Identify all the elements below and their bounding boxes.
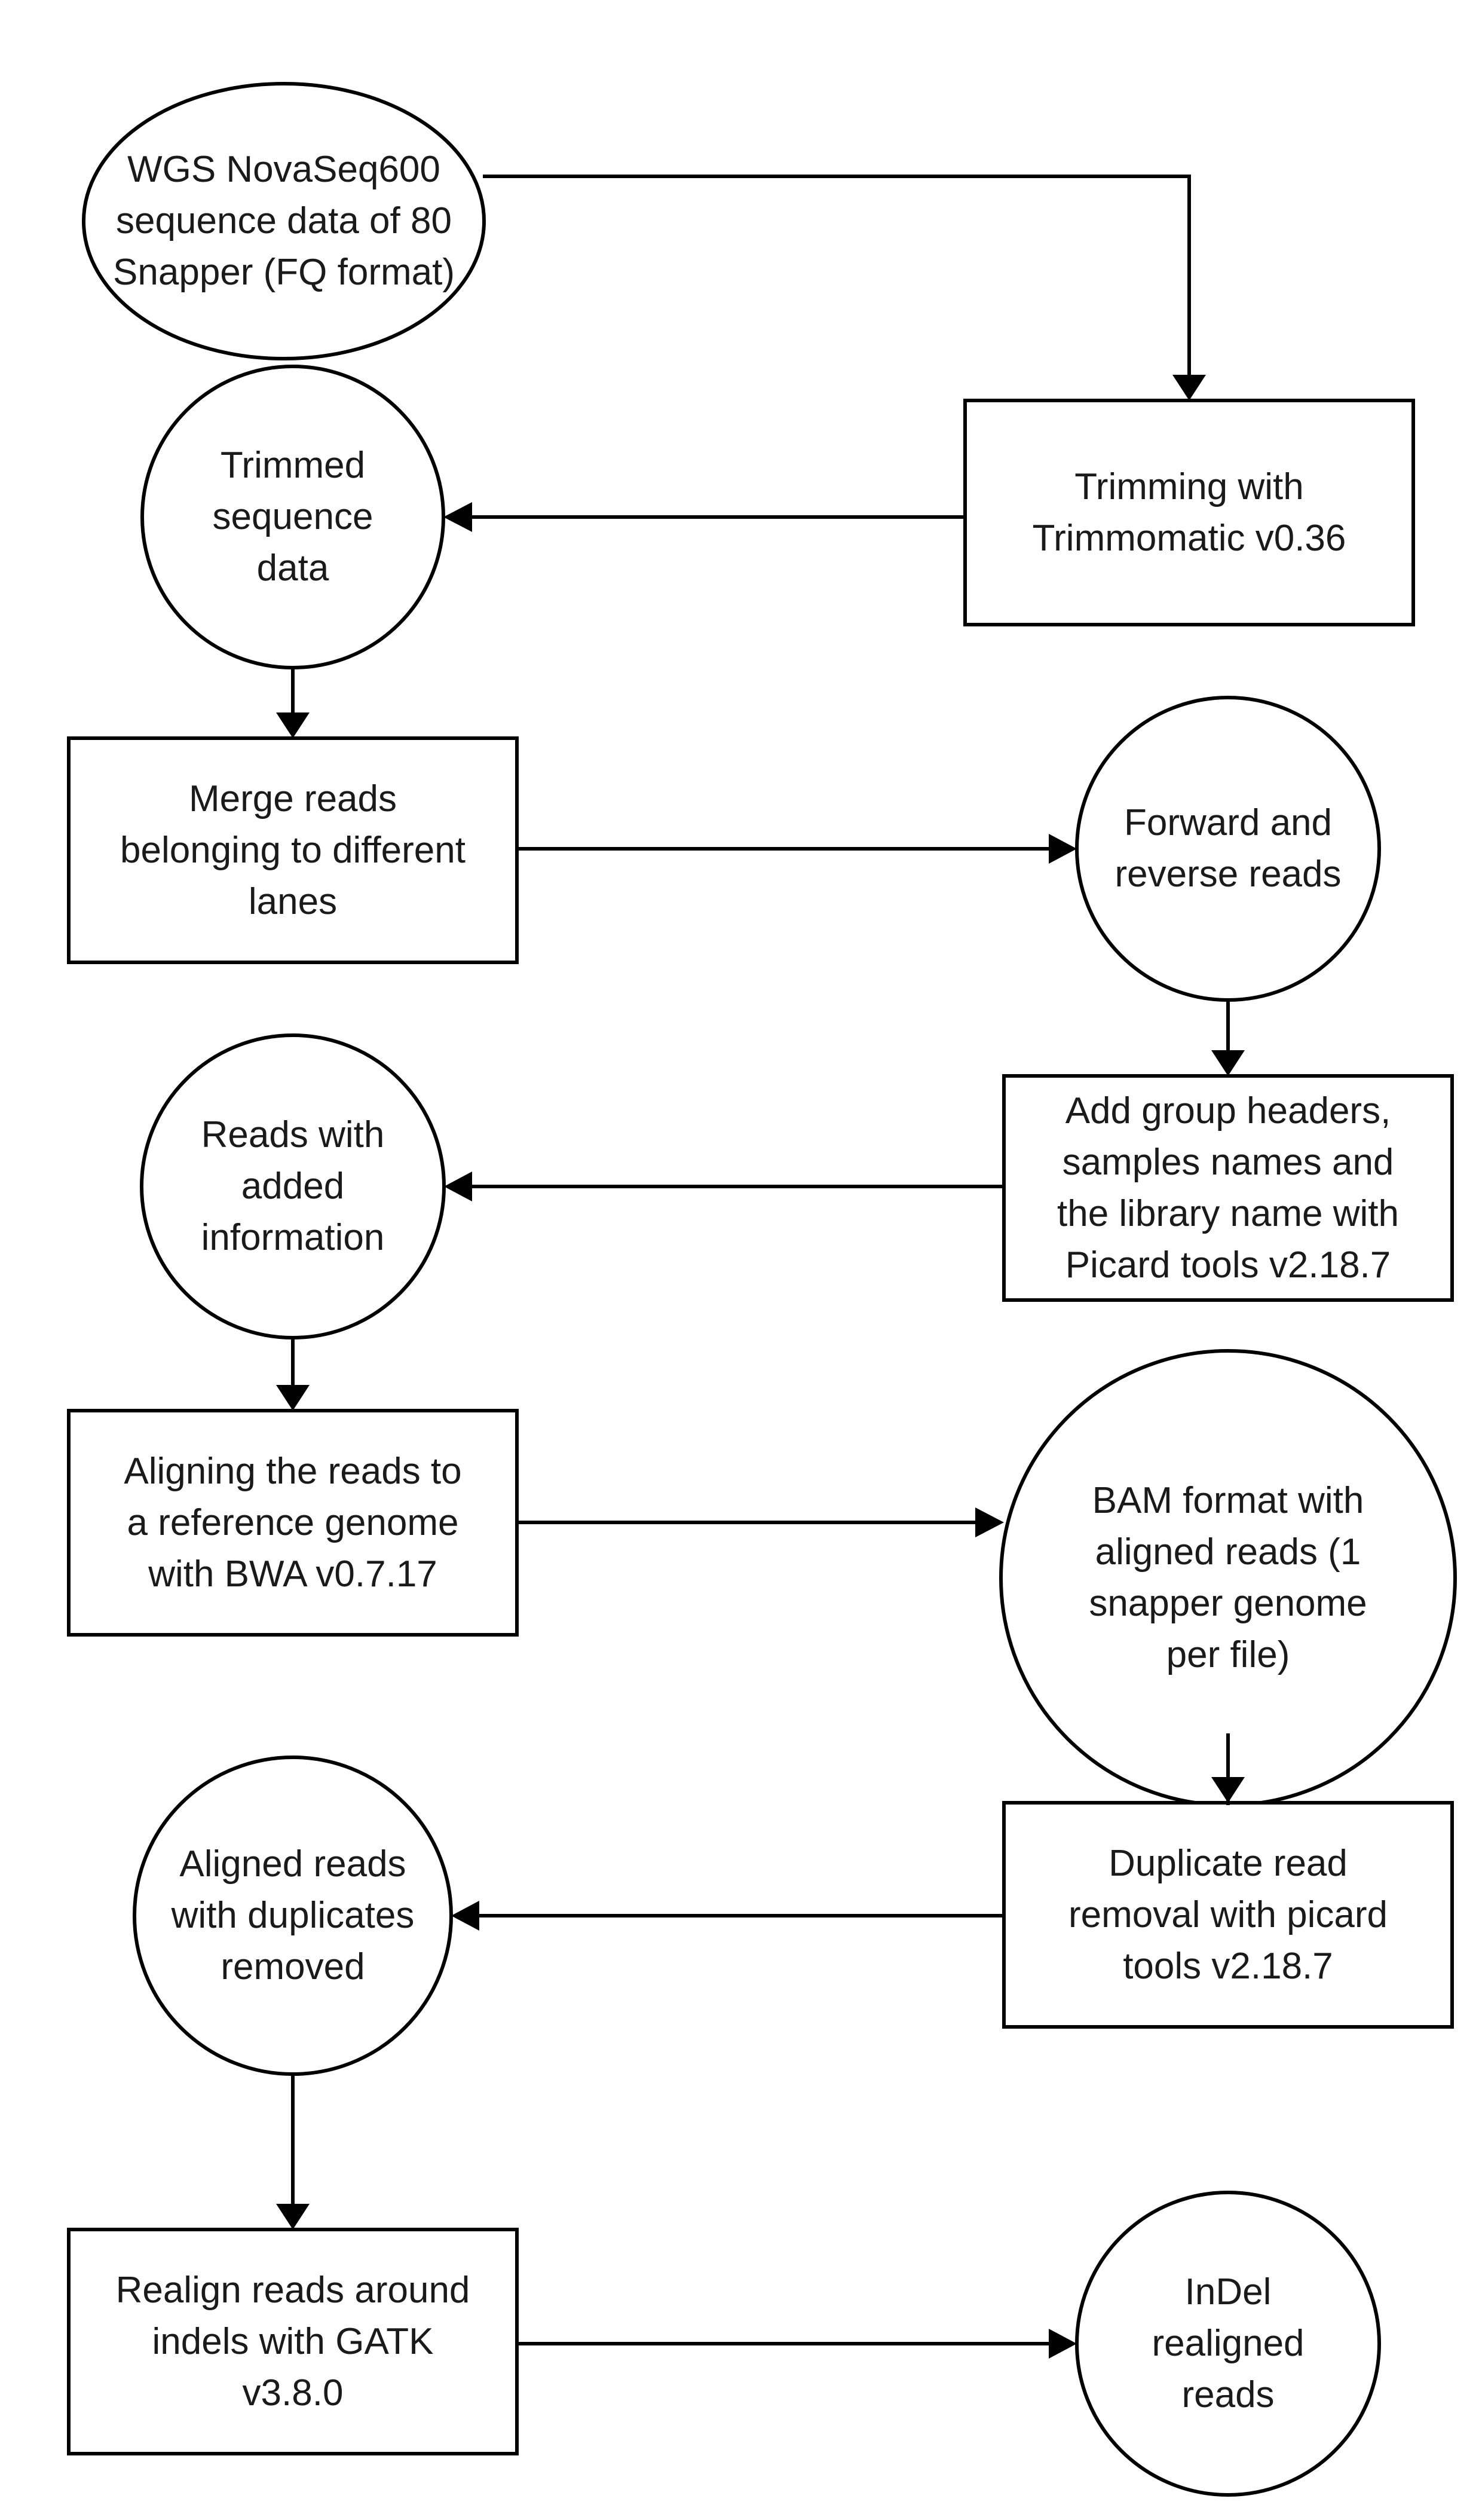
reads-added-info-label: Reads with added information xyxy=(201,1114,385,1258)
bam-aligned-label: BAM format with aligned reads (1 snapper… xyxy=(1089,1480,1367,1675)
realign-indels-label: Realign reads around indels with GATK v3… xyxy=(115,2269,470,2414)
input-data-label: WGS NovaSeq600 sequence data of 80 Snapp… xyxy=(113,149,455,293)
edge-bam-to-duplicates xyxy=(1211,1733,1245,1805)
merge-reads-label: Merge reads belonging to different lanes xyxy=(120,778,466,922)
aligning-label: Aligning the reads to a reference genome… xyxy=(124,1450,462,1595)
edge-headers-to-reads-info xyxy=(444,1172,1004,1201)
edge-reads-info-to-aligning xyxy=(276,1338,310,1411)
edge-input-to-trimming xyxy=(483,175,1206,400)
duplicate-removal-box xyxy=(1002,1801,1454,2029)
trimming-label: Trimming with Trimmomatic v0.36 xyxy=(1032,466,1346,559)
realign-indels-box xyxy=(67,2228,519,2455)
add-headers-label: Add group headers, samples names and the… xyxy=(1057,1090,1400,1286)
forward-reverse-label: Forward and reverse reads xyxy=(1114,802,1342,895)
dups-removed-label: Aligned reads with duplicates removed xyxy=(171,1843,415,1987)
add-headers-box xyxy=(1002,1074,1454,1302)
indel-realigned-label: InDel realigned reads xyxy=(1152,2271,1305,2415)
duplicate-removal-label: Duplicate read removal with picard tools… xyxy=(1068,1842,1388,1987)
edge-duplicates-to-removed xyxy=(451,1901,1004,1931)
edge-forward-to-headers xyxy=(1211,1000,1245,1076)
trimming-box xyxy=(963,399,1415,626)
edge-aligning-to-bam xyxy=(517,1507,1004,1537)
edge-removed-to-realign xyxy=(276,2074,310,2230)
edge-trimming-to-trimmed xyxy=(443,502,965,532)
edge-realign-to-indel xyxy=(517,2329,1077,2359)
edge-merge-to-forward xyxy=(517,834,1077,864)
edge-trimmed-to-merge xyxy=(276,668,310,738)
input-data-ellipse xyxy=(82,82,486,360)
trimmed-data-label: Trimmed sequence data xyxy=(212,445,373,589)
